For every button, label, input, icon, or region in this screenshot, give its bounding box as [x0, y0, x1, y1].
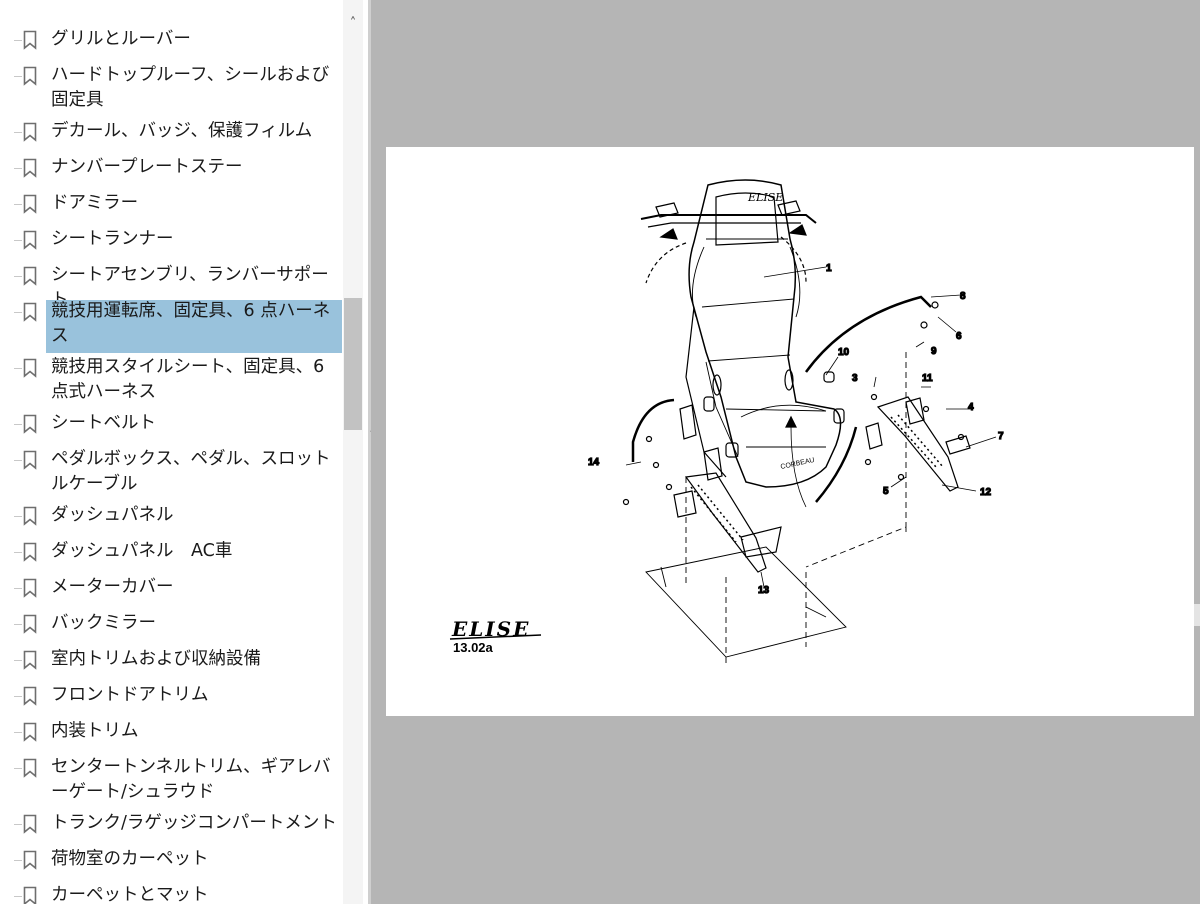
- callout-10: 10: [838, 347, 850, 358]
- bookmark-label: フロントドアトリム: [51, 685, 209, 705]
- callout-1: 1: [826, 263, 832, 274]
- callout-7: 7: [998, 431, 1004, 442]
- tree-connector: [14, 312, 22, 313]
- bookmarks-panel: グリルとルーバーハードトップルーフ、シールおよび固定具デカール、バッジ、保護フィ…: [0, 0, 368, 904]
- bookmark-label: トランク/ラゲッジコンパートメント: [51, 813, 337, 833]
- tree-connector: [14, 552, 22, 553]
- bookmark-icon: [23, 358, 37, 378]
- bookmark-label: ドアミラー: [51, 193, 139, 213]
- document-page: 1 12 3 4 5 6 7 8 9 10 11 13 14 ELISE COR…: [386, 147, 1194, 716]
- tree-connector: [14, 860, 22, 861]
- tree-connector: [14, 824, 22, 825]
- bookmark-icon: [23, 814, 37, 834]
- bookmark-icon: [23, 650, 37, 670]
- bookmark-icon: [23, 66, 37, 86]
- callout-9: 9: [931, 346, 937, 357]
- callout-13: 13: [758, 585, 770, 596]
- bookmark-icon: [23, 686, 37, 706]
- seat-logo-text: ELISE: [747, 191, 783, 204]
- callout-4: 4: [968, 402, 974, 413]
- bookmark-label: シートランナー: [51, 229, 174, 249]
- bookmark-label: デカール、バッジ、保護フィルム: [51, 121, 313, 141]
- callout-6: 6: [956, 331, 962, 342]
- bookmark-label: 室内トリムおよび収納設備: [51, 649, 261, 669]
- bookmark-icon: [23, 194, 37, 214]
- bookmark-label: センタートンネルトリム、ギアレバーゲート/シュラウド: [51, 757, 331, 802]
- bookmark-icon: [23, 230, 37, 250]
- callout-3: 3: [852, 373, 858, 384]
- viewer-scroll-handle[interactable]: [1190, 604, 1200, 626]
- bookmark-label: ペダルボックス、ペダル、スロットルケーブル: [51, 449, 331, 494]
- bookmark-label: 荷物室のカーペット: [51, 849, 209, 869]
- bookmark-icon: [23, 122, 37, 142]
- bookmark-icon: [23, 758, 37, 778]
- callout-14: 14: [588, 457, 600, 468]
- bookmark-icon: [23, 850, 37, 870]
- tree-connector: [14, 424, 22, 425]
- seat-brand-text: CORBEAU: [780, 457, 815, 471]
- bookmark-icon: [23, 266, 37, 286]
- bookmark-label: ダッシュパネル AC車: [51, 541, 233, 561]
- bookmark-label: ハードトップルーフ、シールおよび固定具: [51, 65, 330, 110]
- tree-connector: [14, 368, 22, 369]
- bookmark-icon: [23, 302, 37, 322]
- bookmark-label: メーターカバー: [51, 577, 174, 597]
- bookmark-label: ナンバープレートステー: [51, 157, 243, 177]
- bookmark-icon: [23, 722, 37, 742]
- tree-connector: [14, 624, 22, 625]
- tree-connector: [14, 588, 22, 589]
- bookmark-icon: [23, 578, 37, 598]
- tree-connector: [14, 40, 22, 41]
- bookmarks-scrollbar[interactable]: ˄: [343, 0, 363, 904]
- tree-connector: [14, 732, 22, 733]
- bookmark-label: バックミラー: [51, 613, 156, 633]
- bookmark-icon: [23, 450, 37, 470]
- tree-connector: [14, 204, 22, 205]
- bookmark-label: 競技用運転席、固定具、6 点ハーネス: [51, 301, 331, 346]
- scroll-up-icon[interactable]: ˄: [349, 16, 357, 31]
- bookmark-icon: [23, 886, 37, 904]
- bookmark-icon: [23, 30, 37, 50]
- panel-splitter[interactable]: [368, 0, 371, 904]
- seat-exploded-diagram: 1 12 3 4 5 6 7 8 9 10 11 13 14 ELISE COR…: [449, 179, 1005, 667]
- tree-connector: [14, 168, 22, 169]
- bookmark-label: ダッシュパネル: [51, 505, 174, 525]
- tree-connector: [14, 516, 22, 517]
- tree-connector: [14, 896, 22, 897]
- tree-connector: [14, 460, 22, 461]
- tree-connector: [14, 76, 22, 77]
- scroll-thumb[interactable]: [344, 298, 362, 430]
- bookmark-label: 内装トリム: [51, 721, 139, 741]
- callout-5: 5: [883, 486, 889, 497]
- bookmark-icon: [23, 542, 37, 562]
- tree-connector: [14, 696, 22, 697]
- bookmark-label: カーペットとマット: [51, 885, 209, 904]
- bookmark-icon: [23, 506, 37, 526]
- bookmark-label: 競技用スタイルシート、固定具、6 点式ハーネス: [51, 357, 325, 402]
- callout-11: 11: [922, 373, 933, 384]
- callout-8: 8: [960, 291, 966, 302]
- selection-highlight: [46, 300, 342, 353]
- bookmark-icon: [23, 414, 37, 434]
- tree-connector: [14, 132, 22, 133]
- tree-connector: [14, 276, 22, 277]
- tree-connector: [14, 240, 22, 241]
- figure-number: 13.02a: [453, 640, 494, 655]
- bookmark-icon: [23, 158, 37, 178]
- tree-connector: [14, 660, 22, 661]
- bookmark-icon: [23, 614, 37, 634]
- bookmark-label: グリルとルーバー: [51, 29, 191, 49]
- bookmark-label: シートベルト: [51, 413, 156, 433]
- tree-connector: [14, 768, 22, 769]
- callout-12: 12: [980, 487, 992, 498]
